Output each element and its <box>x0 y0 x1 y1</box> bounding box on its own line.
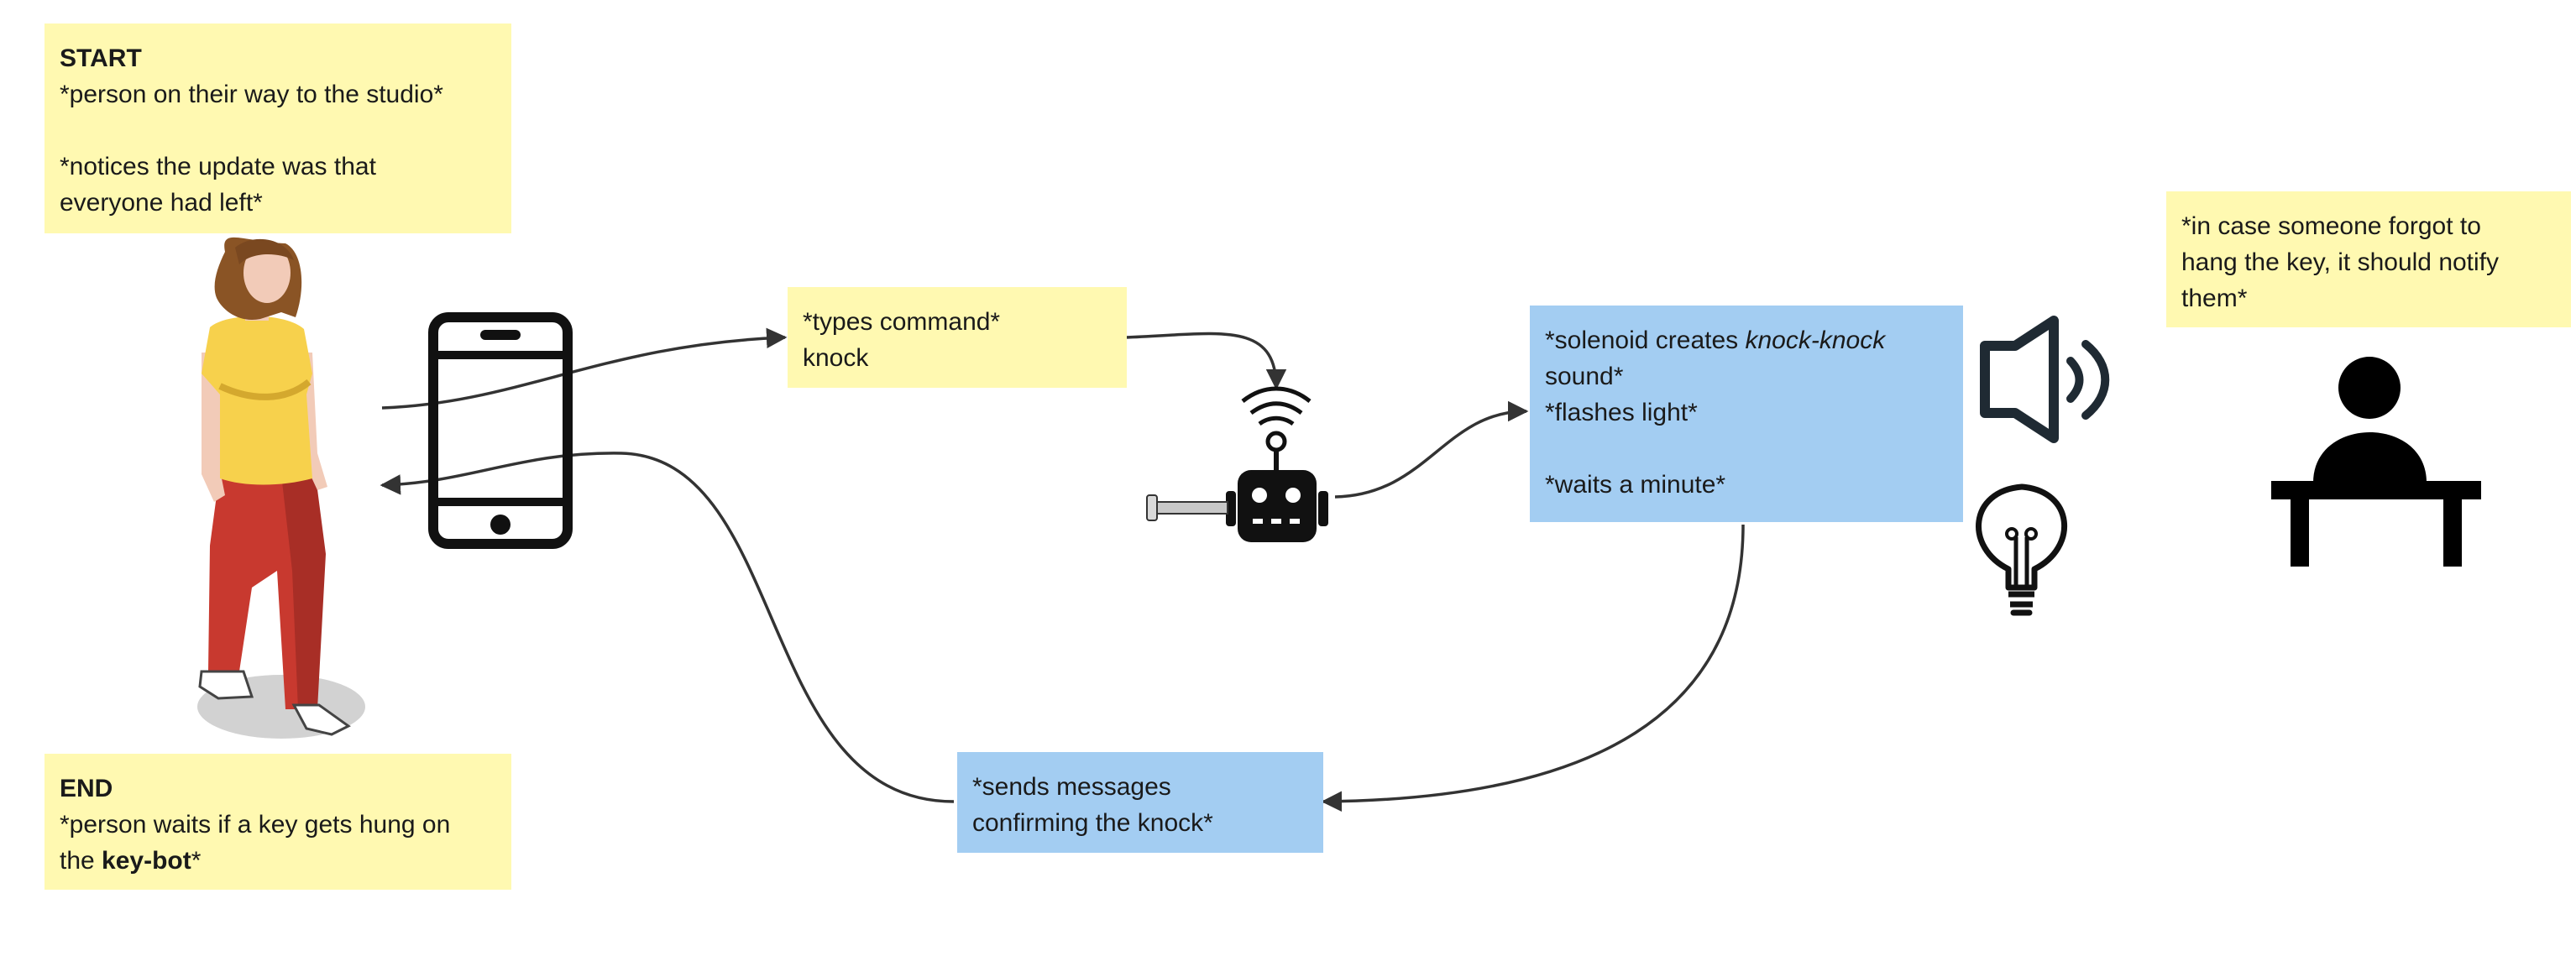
solenoid-line-1: *solenoid creates knock-knock <box>1545 327 1886 354</box>
command-note: *types command* knock <box>788 287 1127 388</box>
end-note: END *person waits if a key gets hung on … <box>45 754 511 890</box>
end-line-1: *person waits if a key gets hung on <box>60 811 451 839</box>
confirm-note: *sends messages confirming the knock* <box>957 752 1323 853</box>
notify-line-2: hang the key, it should notify <box>2181 248 2500 276</box>
solenoid-line-4: *waits a minute* <box>1545 471 1726 499</box>
notify-line-1: *in case someone forgot to <box>2181 212 2481 240</box>
connector-solenoid-to-confirm <box>1321 524 1745 812</box>
solenoid-note: *solenoid creates knock-knock sound* *fl… <box>1530 306 1963 522</box>
end-title: END <box>60 775 113 802</box>
command-line-1: *types command* <box>803 308 1001 336</box>
connector-confirm-to-person <box>380 452 955 803</box>
command-line-2: knock <box>803 344 869 372</box>
end-line-2: the key-bot* <box>60 847 202 875</box>
connector-command-to-robot <box>1124 332 1287 390</box>
confirm-line-1: *sends messages <box>972 773 1171 801</box>
notify-note: *in case someone forgot to hang the key,… <box>2166 191 2571 327</box>
key-bot-label: key-bot <box>102 847 191 875</box>
solenoid-line-3: *flashes light* <box>1545 399 1698 426</box>
start-title: START <box>60 44 142 72</box>
notify-line-3: them* <box>2181 285 2248 312</box>
knock-knock-label: knock-knock <box>1745 327 1886 354</box>
start-note: START *person on their way to the studio… <box>45 24 511 233</box>
start-line-1: *person on their way to the studio* <box>60 81 443 108</box>
solenoid-line-2: sound* <box>1545 363 1624 390</box>
connector-robot-to-solenoid <box>1334 400 1529 499</box>
start-line-2: *notices the update was that <box>60 153 376 180</box>
confirm-line-2: confirming the knock* <box>972 809 1213 837</box>
start-line-3: everyone had left* <box>60 189 263 217</box>
